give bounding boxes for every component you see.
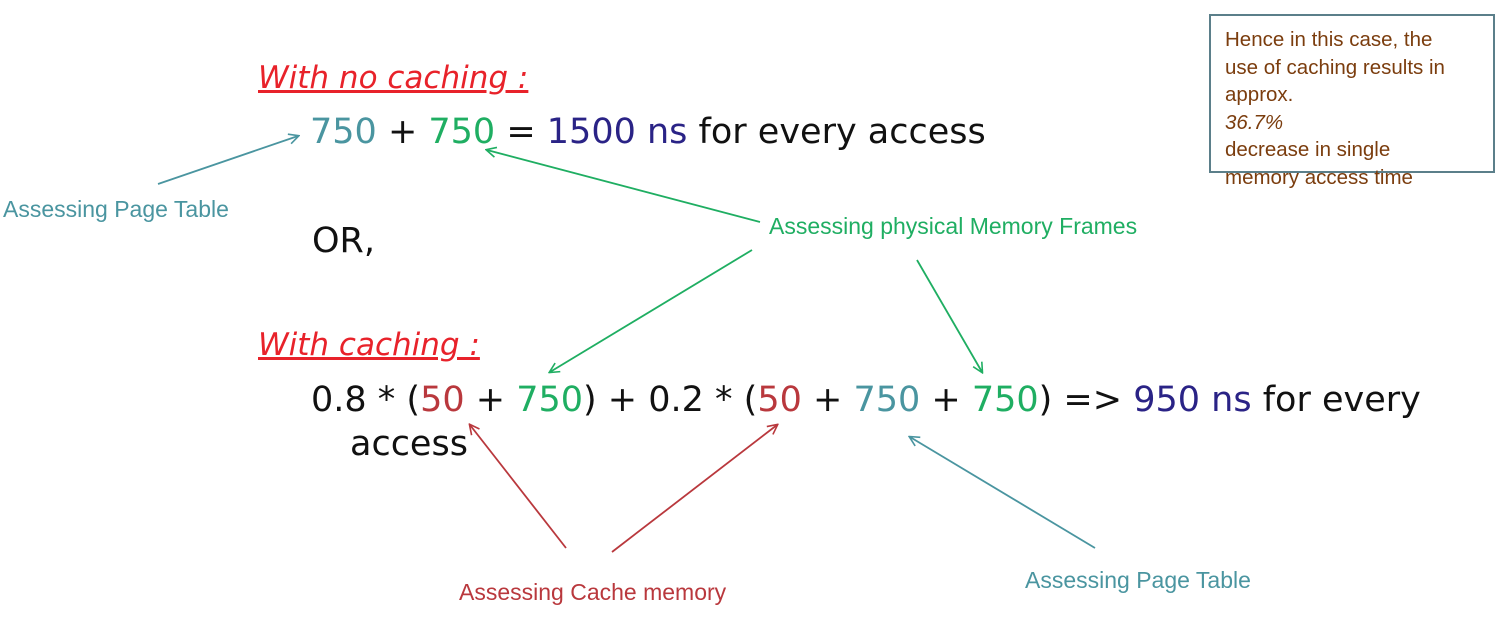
unit-ns: ns [1211,380,1252,420]
arrow-page-table-right [910,437,1096,549]
cache-time-hit: 50 [420,380,465,420]
equation-with-caching: 0.8 * (50 + 750) + 0.2 * (50 + 750 + 750… [311,380,1421,420]
implies-sign: ) => [1038,380,1134,420]
memory-frame-time: 750 [428,112,496,152]
arrow-cache-miss [611,425,777,553]
note-line: memory access time [1225,165,1413,189]
cache-time-miss: 50 [757,380,802,420]
hit-ratio-term: 0.8 * ( [311,380,421,420]
page-table-time: 750 [310,112,377,152]
conclusion-note: Hence in this case, the use of caching r… [1209,14,1495,189]
plus-sign: + [920,380,972,420]
unit-ns: ns [647,112,688,152]
every-text: for every [1251,380,1421,420]
label-page-table-left: Assessing Page Table [3,196,229,222]
percentage-value: 36.7% [1225,110,1284,134]
note-line: approx. 36.7% [1225,81,1483,136]
plus-sign: + [801,380,854,420]
plus-sign: + [464,380,517,420]
total-time-cache: 950 [1133,380,1201,420]
arrow-frames-miss [916,259,982,372]
miss-ratio-term: ) + 0.2 * ( [583,380,758,420]
total-time-no-cache: 1500 [546,112,636,152]
note-line: use of caching results in [1225,55,1445,79]
arrow-page-table-left [157,136,298,185]
page-table-time-miss: 750 [853,380,921,420]
arrow-frames-hit [550,249,753,372]
arrow-cache-hit [470,425,567,549]
note-line: decrease in single [1225,138,1391,161]
plus-sign: + [376,112,429,152]
label-page-table-right: Assessing Page Table [1025,567,1251,593]
memory-frame-time-miss: 750 [971,380,1039,420]
every-access-text: for every access [687,112,986,152]
note-text: approx. [1225,83,1294,106]
memory-frame-time-hit: 750 [516,380,584,420]
label-cache-memory: Assessing Cache memory [459,579,727,605]
heading-with-caching: With caching : [258,327,480,363]
equals-sign: = [495,112,547,152]
arrow-frames-line1 [487,150,761,223]
heading-no-caching: With no caching : [258,60,529,96]
equation-no-caching: 750 + 750 = 1500 ns for every access [310,112,986,152]
access-wrap-text: access [350,424,468,464]
note-line: Hence in this case, the [1225,28,1433,51]
or-text: OR, [312,221,375,261]
label-physical-frames: Assessing physical Memory Frames [769,213,1138,239]
